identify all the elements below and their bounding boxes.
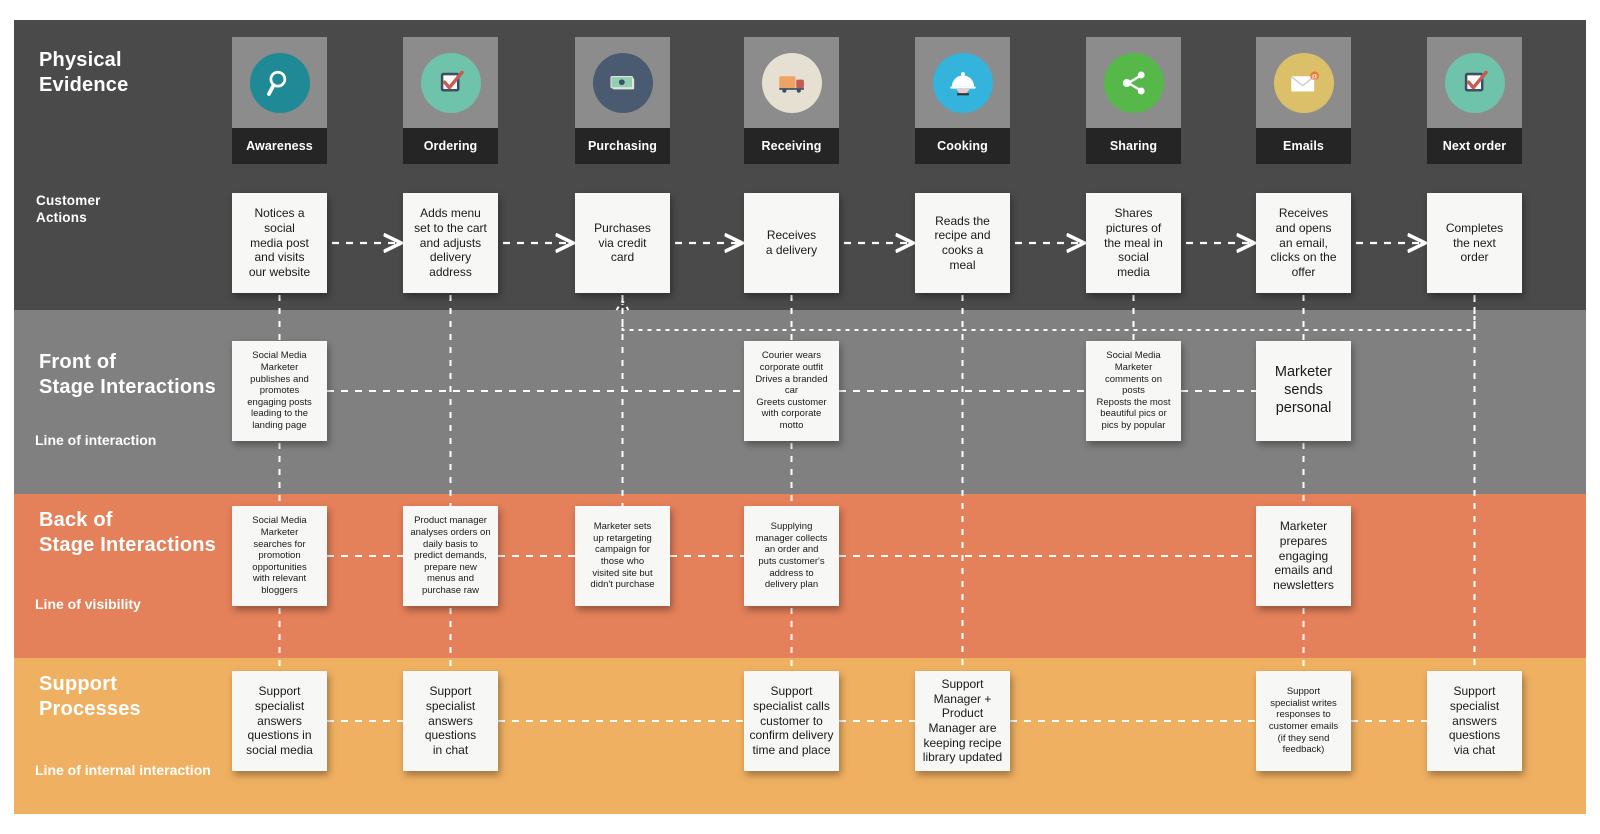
front-stage-card[interactable]: Social Media Marketer comments on posts … <box>1086 341 1181 441</box>
magnifier-icon <box>249 52 310 113</box>
stage-tile-receiving[interactable]: Receiving <box>744 37 839 164</box>
customer-action-card[interactable]: Purchases via credit card <box>575 193 670 293</box>
row-title-customer-actions: Customer Actions <box>36 193 101 225</box>
support-card[interactable]: Support Manager + Product Manager are ke… <box>915 671 1010 771</box>
row-title-front-stage: Front of Stage Interactions <box>39 351 216 399</box>
back-stage-card[interactable]: Product manager analyses orders on daily… <box>403 506 498 606</box>
stage-icon-box: @ <box>1256 37 1351 128</box>
front-stage-card[interactable]: Courier wears corporate outfit Drives a … <box>744 341 839 441</box>
cloche-dish-icon <box>932 52 993 113</box>
magnifier-icon-glyph <box>266 70 286 96</box>
front-stage-card[interactable]: Marketer sends personal <box>1256 341 1351 441</box>
stage-icon-box <box>1086 37 1181 128</box>
customer-action-card[interactable]: Reads the recipe and cooks a meal <box>915 193 1010 293</box>
checkbox-tick-icon <box>420 52 481 113</box>
stage-tile-ordering[interactable]: Ordering <box>403 37 498 164</box>
delivery-truck-icon-glyph <box>778 75 804 93</box>
stage-icon-box <box>744 37 839 128</box>
stage-caption: Sharing <box>1086 128 1181 164</box>
envelope-alert-icon: @ <box>1273 52 1334 113</box>
stage-icon-box <box>1427 37 1522 128</box>
support-card[interactable]: Support specialist answers questions in … <box>232 671 327 771</box>
stage-icon-box <box>915 37 1010 128</box>
customer-action-card[interactable]: Notices a social media post and visits o… <box>232 193 327 293</box>
stage-caption: Receiving <box>744 128 839 164</box>
delivery-truck-icon <box>761 52 822 113</box>
back-stage-card[interactable]: Social Media Marketer searches for promo… <box>232 506 327 606</box>
stage-tile-emails[interactable]: @ Emails <box>1256 37 1351 164</box>
banknotes-icon-glyph <box>609 75 634 89</box>
stage-caption: Next order <box>1427 128 1522 164</box>
stage-caption: Purchasing <box>575 128 670 164</box>
stage-caption: Cooking <box>915 128 1010 164</box>
support-card[interactable]: Support specialist writes responses to c… <box>1256 671 1351 771</box>
stage-tile-next-order[interactable]: Next order <box>1427 37 1522 164</box>
banknotes-icon <box>592 52 653 113</box>
back-stage-card[interactable]: Supplying manager collects an order and … <box>744 506 839 606</box>
customer-action-card[interactable]: Completes the next order <box>1427 193 1522 293</box>
label-line-of-interaction: Line of interaction <box>35 432 157 448</box>
stage-icon-box <box>403 37 498 128</box>
customer-action-card[interactable]: Receives and opens an email, clicks on t… <box>1256 193 1351 293</box>
share-nodes-icon-glyph <box>1122 71 1145 94</box>
checkbox-tick-icon <box>1444 52 1505 113</box>
envelope-alert-icon-glyph: @ <box>1290 70 1319 91</box>
blueprint-canvas: Physical Evidence Customer Actions Front… <box>14 20 1586 814</box>
label-line-of-internal-interaction: Line of internal interaction <box>35 762 211 778</box>
customer-action-card[interactable]: Adds menu set to the cart and adjusts de… <box>403 193 498 293</box>
support-card[interactable]: Support specialist answers questions in … <box>403 671 498 771</box>
front-stage-card[interactable]: Social Media Marketer publishes and prom… <box>232 341 327 441</box>
row-title-support-processes: Support Processes <box>39 673 141 721</box>
checkbox-tick-icon-glyph <box>440 70 464 91</box>
customer-action-card[interactable]: Receives a delivery <box>744 193 839 293</box>
stage-icon-box <box>232 37 327 128</box>
row-title-physical-evidence: Physical Evidence <box>39 49 129 97</box>
cloche-dish-icon-glyph <box>949 71 976 95</box>
stage-caption: Awareness <box>232 128 327 164</box>
back-stage-card[interactable]: Marketer prepares engaging emails and ne… <box>1256 506 1351 606</box>
checkbox-tick-icon-glyph <box>1464 70 1488 91</box>
stage-tile-sharing[interactable]: Sharing <box>1086 37 1181 164</box>
stage-tile-awareness[interactable]: Awareness <box>232 37 327 164</box>
stage-tile-purchasing[interactable]: Purchasing <box>575 37 670 164</box>
back-stage-card[interactable]: Marketer sets up retargeting campaign fo… <box>575 506 670 606</box>
stage-icon-box <box>575 37 670 128</box>
stage-tile-cooking[interactable]: Cooking <box>915 37 1010 164</box>
support-card[interactable]: Support specialist calls customer to con… <box>744 671 839 771</box>
stage-caption: Emails <box>1256 128 1351 164</box>
support-card[interactable]: Support specialist answers questions via… <box>1427 671 1522 771</box>
row-title-back-stage: Back of Stage Interactions <box>39 509 216 557</box>
customer-action-card[interactable]: Shares pictures of the meal in social me… <box>1086 193 1181 293</box>
label-line-of-visibility: Line of visibility <box>35 596 141 612</box>
share-nodes-icon <box>1103 52 1164 113</box>
svg-text:@: @ <box>1311 73 1317 80</box>
stage-caption: Ordering <box>403 128 498 164</box>
